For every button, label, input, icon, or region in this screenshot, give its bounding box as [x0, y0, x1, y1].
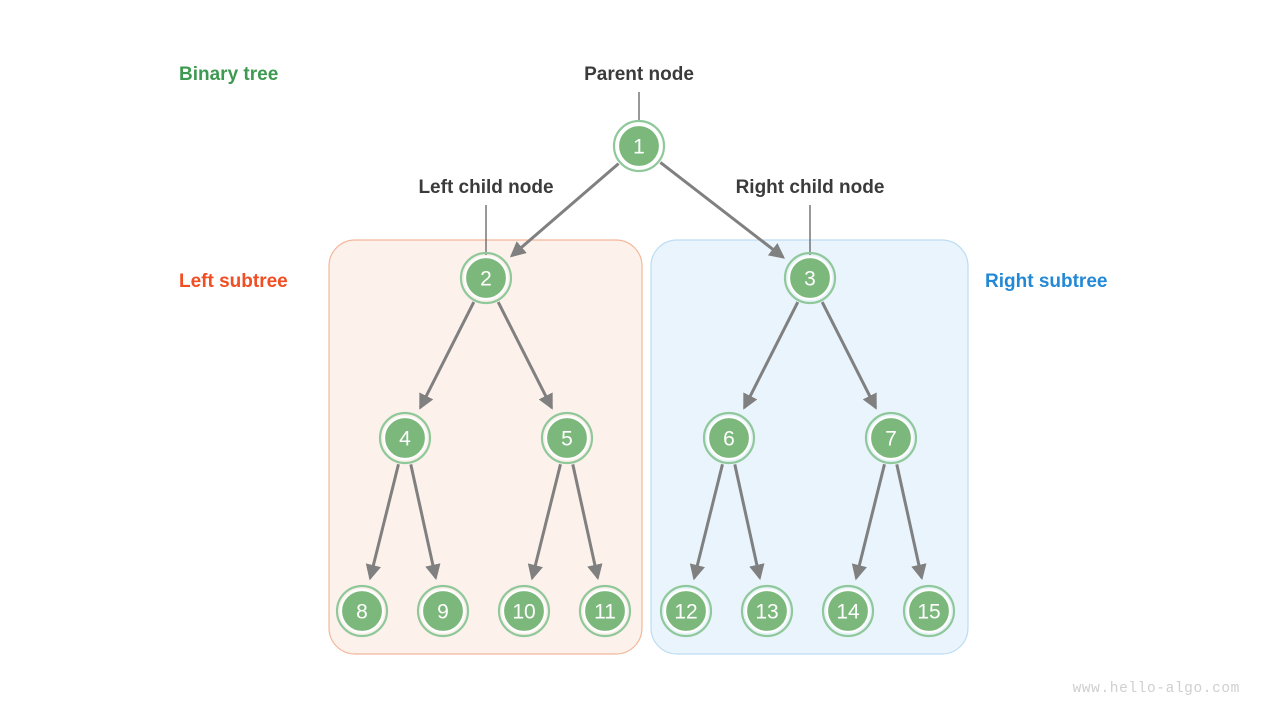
node-circle — [868, 415, 914, 461]
node-circle — [582, 588, 628, 634]
tree-edges — [365, 161, 927, 581]
tree-node-4[interactable]: 4 — [378, 411, 432, 465]
node-value-label: 9 — [437, 601, 449, 624]
node-value-label: 7 — [885, 428, 897, 451]
node-value-label: 13 — [755, 601, 778, 624]
node-ring — [497, 584, 551, 638]
tree-node-13[interactable]: 13 — [740, 584, 794, 638]
tree-edge-n6-n12 — [689, 463, 724, 581]
tree-node-1[interactable]: 1 — [612, 119, 666, 173]
tree-edge-n1-n3 — [659, 161, 785, 259]
node-ring — [335, 584, 389, 638]
tree-node-3[interactable]: 3 — [783, 251, 837, 305]
node-value-label: 2 — [480, 268, 492, 291]
node-value-label: 11 — [594, 601, 616, 624]
node-ring — [612, 119, 666, 173]
tree-edge-n4-n8 — [365, 463, 400, 581]
watermark: www.hello-algo.com — [1073, 681, 1240, 697]
tree-edge-n1-n2 — [509, 162, 620, 258]
tree-edge-n7-n15 — [895, 464, 927, 581]
node-value-label: 5 — [561, 428, 573, 451]
node-ring — [702, 411, 756, 465]
tree-node-15[interactable]: 15 — [902, 584, 956, 638]
node-ring — [659, 584, 713, 638]
node-value-label: 15 — [917, 601, 940, 624]
tree-node-6[interactable]: 6 — [702, 411, 756, 465]
node-circle — [463, 255, 509, 301]
node-circle — [744, 588, 790, 634]
tree-node-7[interactable]: 7 — [864, 411, 918, 465]
node-ring — [864, 411, 918, 465]
tree-node-14[interactable]: 14 — [821, 584, 875, 638]
node-circle — [825, 588, 871, 634]
node-circle — [501, 588, 547, 634]
callout-label-right-child-node: Right child node — [736, 177, 885, 198]
node-circle — [339, 588, 385, 634]
subtree-panels — [328, 239, 969, 655]
node-circle — [663, 588, 709, 634]
node-value-label: 14 — [836, 601, 860, 624]
right-subtree-label: Right subtree — [985, 271, 1107, 292]
node-value-label: 10 — [512, 601, 535, 624]
tree-node-9[interactable]: 9 — [416, 584, 470, 638]
tree-edge-n3-n7 — [820, 301, 877, 410]
node-ring — [459, 251, 513, 305]
node-ring — [902, 584, 956, 638]
node-circle — [706, 415, 752, 461]
node-value-label: 12 — [674, 601, 697, 624]
node-value-label: 3 — [804, 268, 816, 291]
callout-pointer-lines — [485, 92, 811, 255]
tree-node-11[interactable]: 11 — [578, 584, 632, 638]
node-ring — [740, 584, 794, 638]
callout-label-left-child-node: Left child node — [418, 177, 553, 198]
node-ring — [821, 584, 875, 638]
tree-edge-n3-n6 — [743, 301, 800, 410]
node-circle — [544, 415, 590, 461]
node-value-label: 8 — [356, 601, 368, 624]
node-circle — [906, 588, 952, 634]
node-circle — [616, 123, 662, 169]
tree-node-5[interactable]: 5 — [540, 411, 594, 465]
tree-edge-n6-n13 — [733, 464, 765, 581]
tree-node-12[interactable]: 12 — [659, 584, 713, 638]
node-ring — [578, 584, 632, 638]
left-subtree-label: Left subtree — [179, 271, 288, 292]
tree-edge-n4-n9 — [409, 464, 441, 581]
node-ring — [783, 251, 837, 305]
tree-edge-n2-n4 — [419, 301, 476, 410]
tree-node-8[interactable]: 8 — [335, 584, 389, 638]
callout-label-parent-node: Parent node — [584, 64, 694, 85]
diagram-title: Binary tree — [179, 64, 278, 85]
node-ring — [416, 584, 470, 638]
tree-edge-n7-n14 — [851, 463, 886, 581]
tree-node-2[interactable]: 2 — [459, 251, 513, 305]
tree-edge-n5-n11 — [571, 464, 603, 581]
tree-edge-n2-n5 — [496, 301, 553, 410]
node-value-label: 6 — [723, 428, 735, 451]
tree-node-10[interactable]: 10 — [497, 584, 551, 638]
node-ring — [540, 411, 594, 465]
node-value-label: 4 — [399, 428, 411, 451]
tree-edge-n5-n10 — [527, 463, 562, 581]
node-circle — [382, 415, 428, 461]
node-circle — [420, 588, 466, 634]
node-value-label: 1 — [633, 136, 645, 159]
node-ring — [378, 411, 432, 465]
node-circle — [787, 255, 833, 301]
